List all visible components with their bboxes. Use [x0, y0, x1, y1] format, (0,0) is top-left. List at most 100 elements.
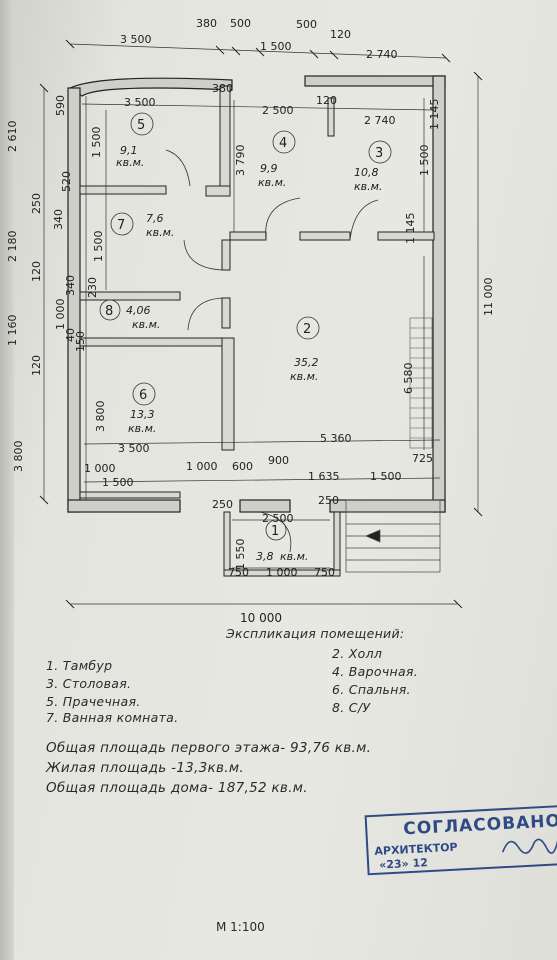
dim-top-7: 2 740 [366, 48, 398, 61]
room-5-area: 9,1 [120, 144, 138, 157]
dim-left-s4: 250 [30, 193, 43, 214]
porch-steps [345, 499, 441, 573]
total-floor-area: Общая площадь первого этажа- 93,76 кв.м. [46, 740, 372, 756]
room-3-area: 10,8 [354, 166, 379, 179]
wall-8-hall [221, 297, 231, 329]
dims-top: 3 500 380 500 1 500 500 120 2 740 3 500 … [120, 17, 398, 127]
room-7-area: 7,6 [146, 212, 164, 225]
dim-v-7: 6 580 [402, 363, 415, 395]
wall-room6-bottom [79, 491, 181, 499]
room-markers [99, 112, 392, 541]
dim-b-15: 750 [228, 566, 249, 579]
vestibule-walls [223, 511, 341, 577]
wall-bottom-mid [239, 499, 291, 513]
room-3-unit: кв.м. [354, 180, 382, 193]
room-6-number: 6 [139, 388, 147, 403]
dim-b-5: 600 [232, 460, 253, 473]
wall-partition-4-3 [327, 97, 335, 137]
dim-v-2: 3 800 [94, 401, 107, 433]
dim-left-3: 1 160 [6, 315, 19, 347]
legend-item-7: 7. Ванная комната. [46, 710, 179, 725]
legend-item-8: 8. С/У [332, 700, 371, 715]
stamp-day: 23 [385, 857, 402, 872]
dim-inner-3: 2 500 [262, 104, 294, 117]
dimension-ticks [39, 39, 483, 609]
wall-bottom-left [67, 499, 181, 513]
room-2-area: 35,2 [294, 356, 319, 369]
legend-item-4: 4. Варочная. [332, 664, 419, 679]
room-2-number: 2 [303, 322, 311, 337]
approval-stamp: СОГЛАСОВАНО АРХИТЕКТОР «23» 12 [364, 804, 557, 876]
door-swings [165, 149, 379, 553]
dim-top-6: 120 [330, 28, 351, 41]
legend-item-2: 2. Холл [332, 646, 383, 661]
dim-left-s11: 150 [74, 331, 87, 352]
dim-left-4: 3 800 [12, 441, 25, 473]
total-house-area: Общая площадь дома- 187,52 кв.м. [46, 780, 308, 796]
dimension-lines [43, 43, 479, 605]
room-4-unit: кв.м. [258, 176, 286, 189]
dims-inner-vertical: 1 500 3 800 3 790 1 500 1 145 1 145 6 58… [92, 99, 495, 433]
room-1-number: 1 [271, 524, 279, 539]
wall-room6-right [221, 337, 235, 451]
room-1-unit: кв.м. [280, 550, 308, 563]
legend-title: Экспликация помещений: [226, 626, 405, 641]
room-8-area: 4,06 [126, 304, 151, 317]
legend-item-6: 6. Спальня. [332, 682, 411, 697]
drawing-scale: М 1:100 [216, 920, 265, 934]
wall-bottom-right [329, 499, 446, 513]
room-4-number: 4 [279, 136, 287, 151]
dim-b-2: 5 360 [320, 432, 352, 445]
room-3-number: 3 [375, 146, 383, 161]
dim-top-3: 500 [230, 17, 251, 30]
dim-left-s8: 1 000 [54, 299, 67, 331]
dim-b-3: 1 000 [84, 462, 116, 475]
wall-partition-5-4 [219, 85, 231, 197]
dim-right-total: 11 000 [482, 278, 495, 317]
legend-item-5: 5. Прачечная. [46, 694, 141, 709]
wall-top-right [304, 75, 446, 87]
dim-left-s6: 120 [30, 261, 43, 282]
door-room7 [183, 239, 223, 271]
dim-inner-1: 3 500 [124, 96, 156, 109]
dim-inner-2: 380 [212, 82, 233, 95]
dim-left-s1: 590 [54, 95, 67, 116]
dim-left-s10: 230 [86, 277, 99, 298]
dim-left-s9: 40 [64, 328, 77, 342]
room-5-number: 5 [137, 118, 145, 133]
stamp-role: АРХИТЕКТОР [374, 840, 458, 858]
legend-item-1: 1. Тамбур [46, 658, 113, 673]
dim-top-1: 3 500 [120, 33, 152, 46]
page-binding-shadow [0, 0, 14, 960]
dim-left-s5: 340 [52, 209, 65, 230]
inner-walls [79, 85, 435, 499]
dim-v-6: 1 145 [404, 213, 417, 245]
dim-total-width: 10 000 [240, 611, 282, 625]
dim-left-s12: 120 [30, 355, 43, 376]
door-room5 [165, 149, 191, 187]
door-room3 [349, 199, 379, 241]
dim-v-1: 1 500 [92, 231, 105, 263]
dim-b-9: 725 [412, 452, 433, 465]
stamp-date: «23» 12 [378, 856, 429, 872]
dim-b-8: 1 500 [370, 470, 402, 483]
wall-room4-bottom [229, 231, 267, 241]
outer-walls [67, 75, 446, 513]
room-6-area: 13,3 [130, 408, 155, 421]
stamp-month: 12 [412, 856, 429, 870]
room-labels: 5 9,1 кв.м. 4 9,9 кв.м. 3 10,8 кв.м. 7 7… [105, 118, 383, 563]
dim-top-5: 500 [296, 18, 317, 31]
dim-v-4: 1 500 [418, 145, 431, 177]
room-7-unit: кв.м. [146, 226, 174, 239]
stairs-inner [409, 317, 433, 449]
door-room4 [265, 197, 301, 241]
wall-8-6 [79, 337, 231, 347]
room-2-unit: кв.м. [290, 370, 318, 383]
dim-top-2: 380 [196, 17, 217, 30]
dim-left-1: 2 610 [6, 121, 19, 153]
dim-left-s2: 1 500 [90, 127, 103, 159]
dims-bottom: 3 500 5 360 1 000 1 000 600 900 1 635 1 … [84, 432, 433, 625]
room-1-area: 3,8 [256, 550, 274, 563]
